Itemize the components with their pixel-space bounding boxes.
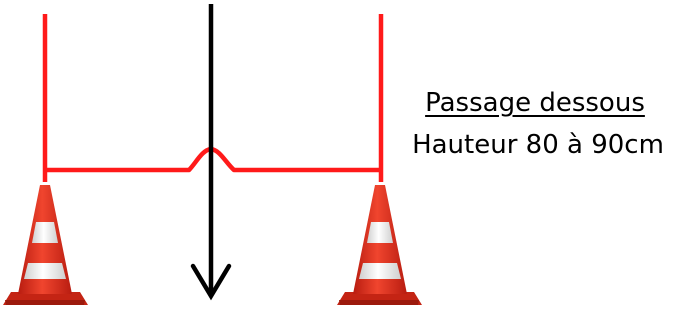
down-arrow-icon: [193, 4, 229, 296]
height-caption: Hauteur 80 à 90cm: [393, 130, 683, 160]
traffic-cone-icon: [3, 185, 88, 305]
traffic-cone-icon: [337, 185, 422, 305]
diagram-title: Passage dessous: [400, 88, 670, 118]
